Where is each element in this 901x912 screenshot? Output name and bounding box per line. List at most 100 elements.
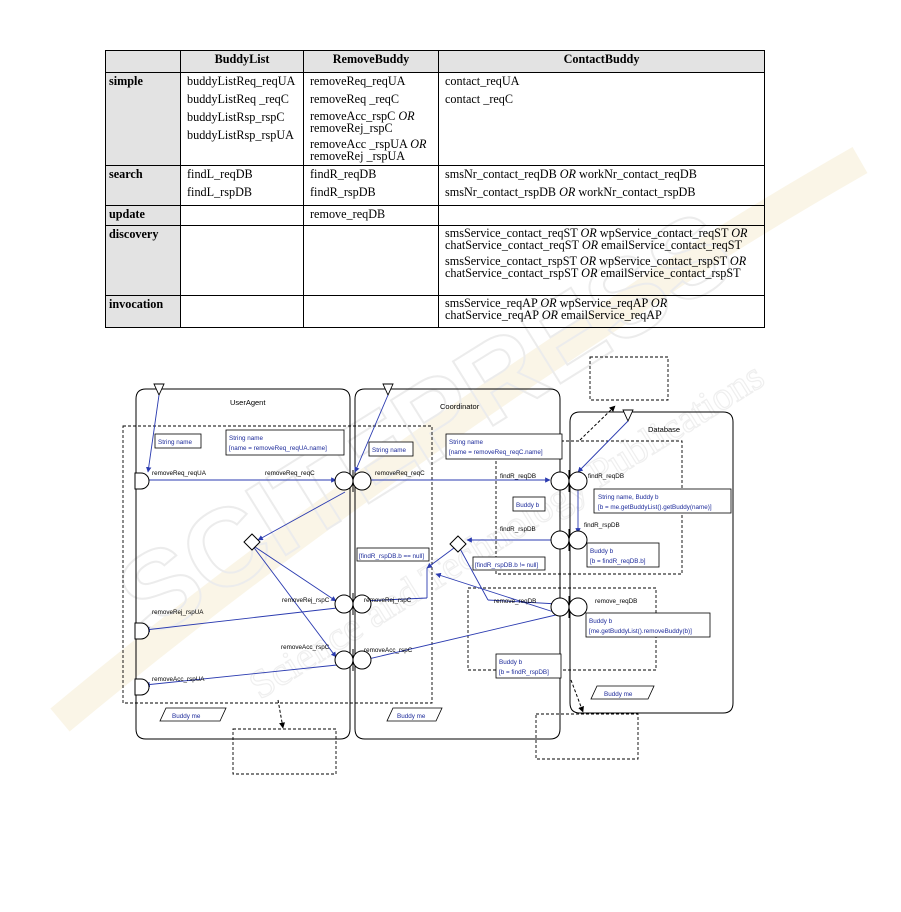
flow-line [251, 544, 337, 602]
ua-string-name: String name [158, 439, 192, 446]
decision-diamond [449, 535, 467, 553]
cell-line: smsService_reqAP OR wpService_reqAP OR [445, 296, 668, 310]
db-rm-box [585, 612, 711, 638]
guard-null: [findR_rspDB.b == null] [359, 553, 424, 560]
flow-line [144, 607, 338, 633]
port-findR-rspDB [550, 529, 588, 551]
label-removeAcc-rspUA: removeAcc_rspUA [152, 676, 205, 683]
label-removeRej-rspUA: removeRej_rspUA [152, 609, 204, 616]
note-box-bottom-left [232, 728, 337, 775]
row-label: simple [105, 72, 181, 166]
coordinator-title: Coordinator [440, 402, 480, 411]
label-removeRej-rspC-ua: removeRej_rspC [282, 597, 330, 604]
port-removeRej-rspC [334, 593, 372, 615]
table-row: discovery smsService_contact_reqST OR wp… [105, 225, 765, 296]
co-start-marker [382, 383, 394, 397]
row-label: update [105, 205, 181, 226]
cell-line: buddyListRsp_rspUA [187, 128, 294, 142]
cell-line: remove_reqDB [310, 207, 386, 221]
db-sn-line1: String name, Buddy b [598, 494, 659, 501]
label-removeReq-reqC-ua: removeReq_reqC [265, 470, 315, 477]
co-buddy-box [512, 496, 546, 512]
table-cell: contact_reqUA contact _reqC [438, 72, 765, 166]
cell-line: removeAcc _rspUA OR [310, 137, 427, 151]
port-removeRej-rspUA [134, 622, 150, 640]
co-buddy-me: Buddy me [397, 713, 426, 720]
table-cell: buddyListReq_reqUA buddyListReq _reqC bu… [180, 72, 304, 166]
label-findR-rspDB-db: findR_rspDB [584, 522, 620, 529]
dashed-link-bottom-right [570, 679, 584, 713]
label-removeReq-reqUA: removeReq_reqUA [152, 470, 207, 477]
cell-line: removeReq _reqC [310, 92, 400, 106]
cell-line: contact_reqUA [445, 74, 520, 88]
co-string-assign-line1: String name [449, 439, 483, 446]
flow-line [146, 394, 160, 473]
co-string-name: String name [372, 447, 406, 454]
label-removeAcc-rspC-co: removeAcc_rspC [364, 647, 413, 654]
flow-line [251, 544, 337, 658]
cell-line: findL_reqDB [187, 167, 253, 181]
ua-start-marker [153, 383, 165, 397]
ua-string-assign-line2: [name = removeReq_reqUA.name] [229, 445, 327, 452]
table-header-corner [105, 50, 181, 73]
table-cell [180, 225, 304, 296]
cell-line: removeRej_rspC [310, 121, 393, 135]
cell-line: buddyListReq _reqC [187, 92, 289, 106]
cell-line: removeAcc_rspC OR [310, 109, 415, 123]
cell-line: contact _reqC [445, 92, 514, 106]
ua-string-assign-box [225, 429, 345, 456]
co-buddy-b: Buddy b [516, 502, 540, 509]
note-box-bottom-right [535, 713, 639, 760]
label-removeRej-rspC-co: removeRej_rspC [364, 597, 412, 604]
dashed-link-bottom-left [277, 699, 286, 729]
decision-diamond [243, 533, 261, 551]
cell-line: buddyListRsp_rspC [187, 110, 285, 124]
label-removeAcc-rspC-ua: removeAcc_rspC [281, 644, 330, 651]
db-sn-line2: [b = me.getBuddyList().getBuddy(name)] [598, 504, 712, 511]
port-removeReq-reqUA [134, 472, 150, 490]
label-findR-reqDB-co: findR_reqDB [500, 473, 536, 480]
useragent-frame [135, 388, 351, 740]
cell-line: findR_reqDB [310, 167, 377, 181]
co-string-name-box [368, 441, 414, 457]
flow-line [426, 544, 459, 569]
port-removeAcc-rspC [334, 649, 372, 671]
ua-buddy-me-shape [159, 707, 227, 722]
cell-line: chatService_contact_rspST OR emailServic… [445, 266, 741, 280]
co-buddy-assign-line2: [b = findR_rspDB] [499, 669, 549, 676]
flow-line [354, 394, 389, 473]
table-row: simple buddyListReq_reqUA buddyListReq _… [105, 72, 765, 166]
cell-line: findR_rspDB [310, 185, 376, 199]
flow-line [144, 664, 338, 688]
row-label: discovery [105, 225, 181, 296]
cell-line: chatService_reqAP OR emailService_reqAP [445, 308, 662, 322]
table-header-row: BuddyList RemoveBuddy ContactBuddy [105, 50, 765, 73]
db-rm-line2: [me.getBuddyList().removeBuddy(b)] [589, 628, 692, 635]
table-cell: findL_reqDB findL_rspDB [180, 165, 304, 206]
cell-line: chatService_contact_reqST OR emailServic… [445, 238, 742, 252]
db-buddy-me-shape [590, 685, 655, 700]
table-row: invocation smsService_reqAP OR wpService… [105, 295, 765, 328]
co-buddy-assign-line1: Buddy b [499, 659, 523, 666]
cell-line: smsService_contact_reqST OR wpService_co… [445, 226, 748, 240]
port-removeReq-reqC [334, 470, 372, 492]
row-label: invocation [105, 295, 181, 328]
co-buddy-assign-box [495, 653, 562, 679]
note-box-top [589, 356, 669, 401]
row-label: search [105, 165, 181, 206]
db-sn-box [593, 488, 732, 514]
flow-line [457, 544, 489, 601]
label-findR-rspDB-co: findR_rspDB [500, 526, 536, 533]
table-cell: removeReq_reqUA removeReq _reqC removeAc… [303, 72, 439, 166]
cell-line: smsNr_contact_reqDB OR workNr_contact_re… [445, 167, 697, 181]
cell-line: removeReq_reqUA [310, 74, 406, 88]
flow-line [363, 613, 561, 662]
table-header-contactbuddy: ContactBuddy [438, 50, 765, 73]
cell-line: removeRej _rspUA [310, 149, 406, 163]
flow-line [361, 597, 428, 604]
db-buddy-line1: Buddy b [590, 548, 614, 555]
table-row: search findL_reqDB findL_rspDB findR_req… [105, 165, 765, 206]
cell-line: smsService_contact_rspST OR wpService_co… [445, 254, 747, 268]
table-header-removebuddy: RemoveBuddy [303, 50, 439, 73]
